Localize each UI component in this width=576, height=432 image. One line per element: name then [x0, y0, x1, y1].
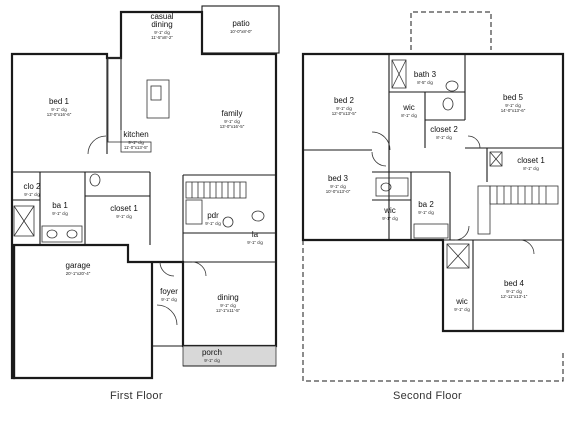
second-floor-caption: Second Floor	[393, 390, 463, 402]
room-label-pdr: pdr	[207, 211, 219, 220]
room-dims-kitchen: 11'-0"x13'-5"	[124, 145, 149, 150]
first-floor-caption: First Floor	[110, 390, 163, 402]
kitchen-counters	[107, 57, 170, 153]
room-label-casual-dining: dining	[151, 20, 172, 29]
first-floor-exterior-wall	[10, 10, 278, 380]
room-dims-bed1: 13'-0"x16'-6"	[47, 112, 72, 117]
room-dims-kitchen: 9'-1" clg	[128, 140, 144, 145]
room-label-bed3: bed 3	[328, 174, 349, 183]
room-dims-foyer: 9'-1" clg	[161, 297, 177, 302]
room-label-dining: dining	[217, 293, 238, 302]
room-label-family: family	[222, 109, 243, 118]
room-dims-clo2: 9'-1" clg	[24, 192, 40, 197]
room-dims-ba2: 9'-1" clg	[418, 210, 434, 215]
room-dims-garage: 20'-1"x20'-4"	[66, 271, 91, 276]
first-floor-doors	[87, 135, 207, 326]
room-dims-bed5: 14'-0"x13'-6"	[501, 108, 526, 113]
room-label-closet2: closet 2	[430, 125, 458, 134]
room-dims-la: 9'-1" clg	[247, 240, 263, 245]
room-dims-bath3: 8'-5" clg	[417, 80, 433, 85]
room-label-bed1: bed 1	[49, 97, 70, 106]
room-label-foyer: foyer	[160, 287, 178, 296]
room-dims-closet1-first: 9'-1" clg	[116, 214, 132, 219]
porch-slab	[182, 345, 277, 367]
second-floor-doors	[371, 131, 535, 255]
room-label-ba2: ba 2	[418, 200, 434, 209]
room-label-wic-lower: wic	[455, 297, 468, 306]
second-floor-stairs	[477, 185, 559, 235]
room-label-bed2: bed 2	[334, 96, 355, 105]
room-label-casual-dining: casual	[150, 12, 173, 21]
room-label-bed4: bed 4	[504, 279, 525, 288]
room-dims-bed1: 9'-1" clg	[51, 107, 67, 112]
room-label-la: la	[252, 230, 259, 239]
room-label-ba1: ba 1	[52, 201, 68, 210]
room-dims-bed2: 9'-1" clg	[336, 106, 352, 111]
room-dims-family: 13'-0"x16'-5"	[220, 124, 245, 129]
room-dims-patio: 10'-0"x8'-0"	[230, 29, 253, 34]
room-label-porch: porch	[202, 348, 222, 357]
room-dims-closet2: 8'-1" clg	[436, 135, 452, 140]
open-to-below-bottom	[302, 240, 564, 382]
room-dims-bed3: 9'-1" clg	[330, 184, 346, 189]
room-dims-ba1: 9'-1" clg	[52, 211, 68, 216]
second-floor-exterior-wall	[301, 52, 565, 333]
room-dims-bed3: 10'-0"x13'-0"	[326, 189, 351, 194]
room-label-bath3: bath 3	[414, 70, 437, 79]
room-dims-pdr: 9'-1" clg	[205, 221, 221, 226]
room-label-patio: patio	[232, 19, 250, 28]
room-label-garage: garage	[66, 261, 91, 270]
room-dims-casual-dining: 11'-5"x8'-2"	[151, 35, 173, 40]
room-label-bed5: bed 5	[503, 93, 524, 102]
room-dims-bed4: 12'-11"x13'-1"	[501, 294, 528, 299]
room-label-clo2: clo 2	[24, 182, 41, 191]
room-label-closet1-second: closet 1	[517, 156, 545, 165]
room-dims-wic-lower: 9'-1" clg	[454, 307, 470, 312]
room-label-closet1-first: closet 1	[110, 204, 138, 213]
room-dims-bed5: 9'-1" clg	[505, 103, 521, 108]
room-dims-wic-upper: 8'-1" clg	[401, 113, 417, 118]
room-label-wic-mid: wic	[383, 206, 396, 215]
room-dims-wic-mid: 9'-1" clg	[382, 216, 398, 221]
pdr-fixtures	[222, 210, 265, 228]
room-dims-bed2: 12'-0"x13'-5"	[332, 111, 357, 116]
first-floor-stairs	[185, 181, 247, 225]
room-dims-closet1-second: 8'-1" clg	[523, 166, 539, 171]
room-dims-dining: 9'-1" clg	[220, 303, 236, 308]
second-floor-bath-fixtures	[375, 59, 503, 269]
open-to-below-top	[410, 11, 492, 50]
room-dims-casual-dining: 9'-1" clg	[154, 30, 170, 35]
ba1-fixtures	[13, 173, 101, 243]
room-dims-bed4: 9'-1" clg	[506, 289, 522, 294]
room-dims-dining: 12'-1"x11'-5"	[216, 308, 241, 313]
room-label-wic-upper: wic	[402, 103, 415, 112]
room-dims-porch: 9'-1" clg	[204, 358, 220, 363]
room-label-kitchen: kitchen	[123, 130, 148, 139]
room-dims-family: 9'-1" clg	[224, 119, 240, 124]
